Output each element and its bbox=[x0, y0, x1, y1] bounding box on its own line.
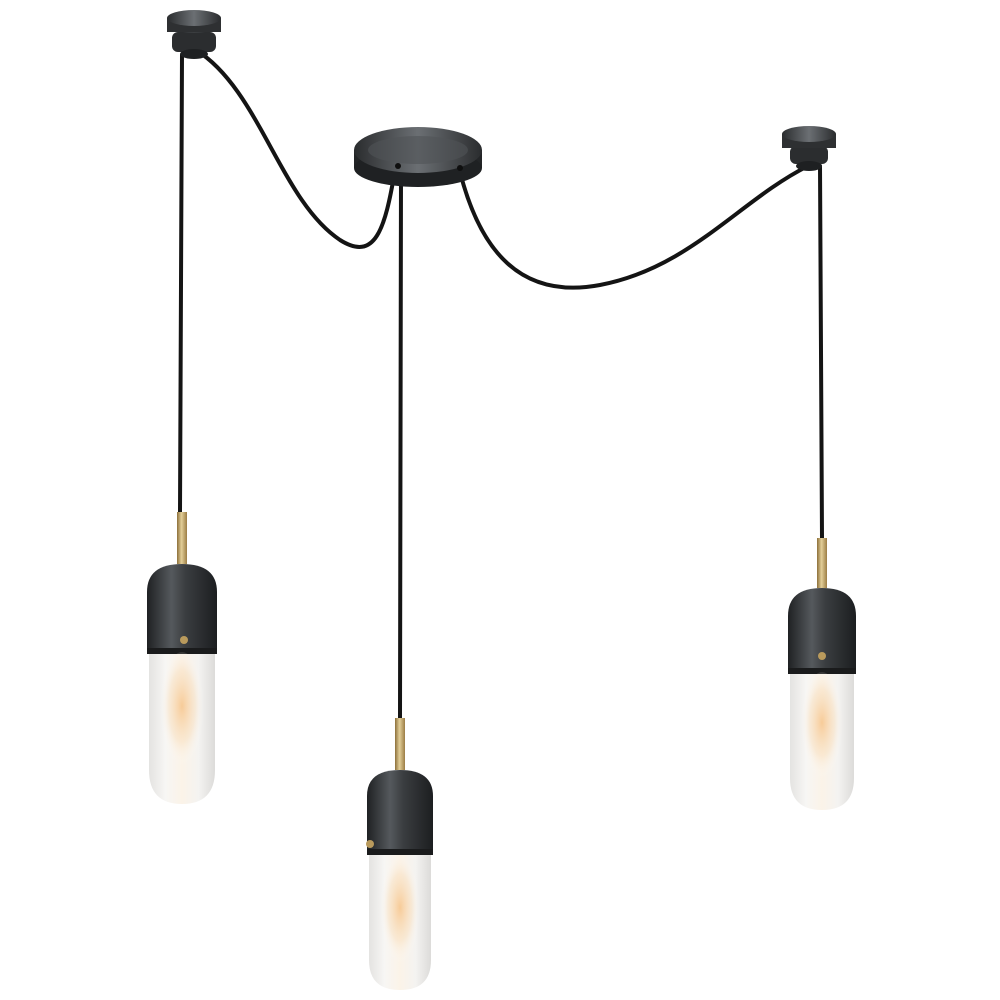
bronze-cap bbox=[147, 564, 217, 652]
pendant-left bbox=[147, 512, 217, 804]
drop-cord-left bbox=[178, 53, 184, 514]
drop-cord-right bbox=[818, 164, 824, 540]
bronze-cap bbox=[367, 770, 433, 853]
brass-stem bbox=[177, 512, 187, 564]
pendant-right bbox=[788, 538, 856, 810]
brass-stem bbox=[817, 538, 827, 588]
bronze-cap bbox=[788, 588, 856, 672]
pendant-center bbox=[366, 718, 433, 990]
cords bbox=[178, 48, 824, 720]
drop-cord-center bbox=[398, 170, 403, 720]
canopy-right bbox=[782, 126, 836, 171]
canopy-center bbox=[354, 127, 482, 187]
swag-cord-left bbox=[194, 48, 397, 249]
canopy-left bbox=[167, 10, 221, 59]
swag-cord-right bbox=[458, 164, 810, 290]
brass-stem bbox=[395, 718, 405, 770]
